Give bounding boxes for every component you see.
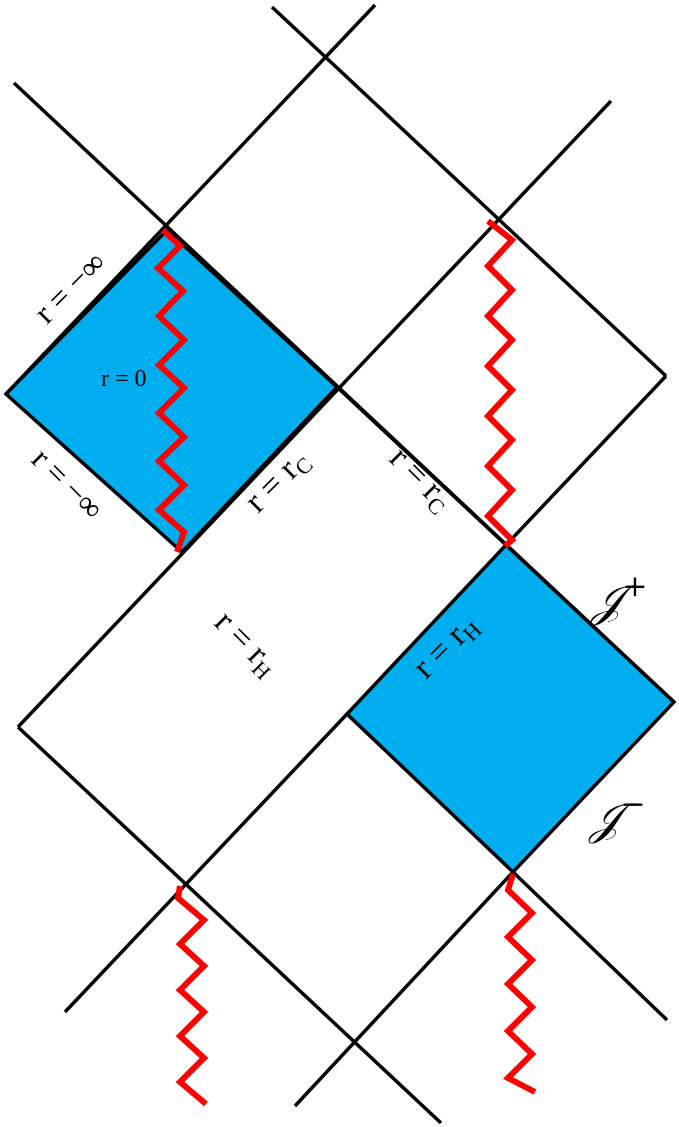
null-line bbox=[16, 725, 443, 1125]
label-scri-plus: 𝒥+ bbox=[590, 569, 648, 627]
label-r-rh-left: r = rH bbox=[205, 603, 286, 684]
singularity-lower-left bbox=[174, 885, 209, 1107]
null-line bbox=[16, 99, 613, 729]
singularity-r0-upper-left bbox=[153, 227, 189, 553]
svg-text:r = rC: r = rC bbox=[380, 439, 460, 519]
null-line bbox=[270, 5, 668, 378]
svg-text:r = rH: r = rH bbox=[205, 603, 286, 684]
singularity-lower-right bbox=[502, 873, 537, 1095]
shaded-region bbox=[3, 227, 677, 875]
null-lines bbox=[4, 3, 676, 1125]
null-line bbox=[12, 81, 676, 704]
label-scri-plus-superscript: + bbox=[622, 569, 647, 604]
null-line bbox=[504, 374, 668, 547]
null-line bbox=[511, 870, 669, 1022]
null-line bbox=[293, 870, 515, 1108]
label-scri-minus: 𝒥− bbox=[588, 787, 646, 845]
label-r-rc-right: r = rC bbox=[380, 439, 460, 519]
null-line bbox=[63, 712, 349, 1014]
null-line bbox=[4, 3, 377, 396]
label-scri-minus-superscript: − bbox=[620, 787, 645, 822]
label-r-zero: r = 0 bbox=[101, 366, 147, 392]
singularity-upper-right bbox=[483, 218, 517, 549]
singularities bbox=[153, 218, 537, 1107]
